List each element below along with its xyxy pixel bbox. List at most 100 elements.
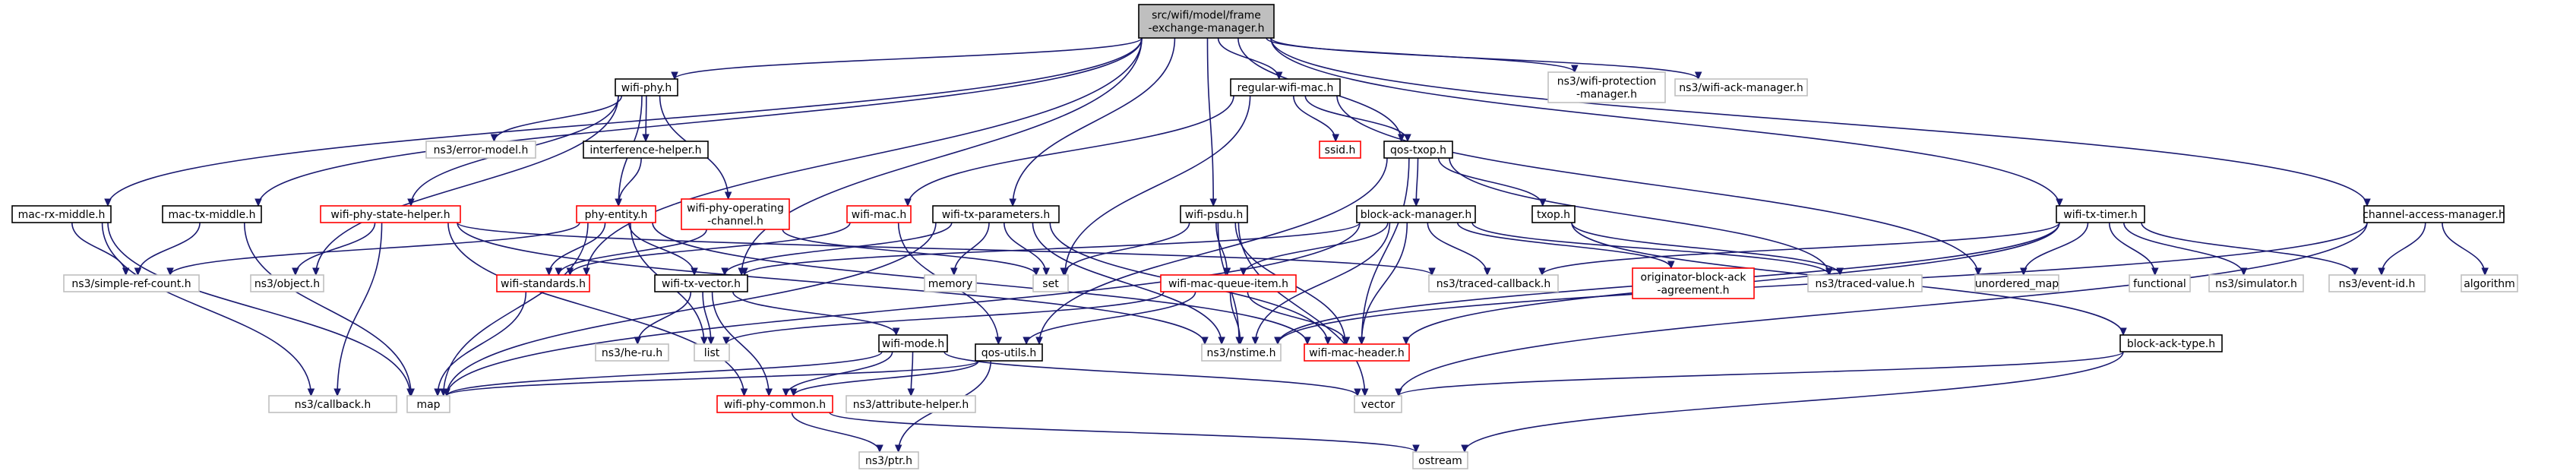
node-wifi-phy-state-helper[interactable]: wifi-phy-state-helper.h (320, 205, 461, 223)
node-box (162, 205, 262, 223)
node-wifi-phy[interactable]: wifi-phy.h (615, 78, 678, 96)
edge-phy_entity-to-wifi_standards (548, 222, 606, 276)
node-he-ru: ns3/he-ru.h (595, 343, 669, 362)
arrowhead-wifi_tx_parameters (1009, 198, 1016, 207)
edge-wifi_tx_timer-to-traced_callback (1541, 222, 2060, 276)
arrowhead-event_id (2351, 267, 2359, 276)
node-qos-txop[interactable]: qos-txop.h (1383, 141, 1453, 159)
edge-mac_rx_middle-to-callback (101, 222, 312, 397)
node-wifi-tx-timer[interactable]: wifi-tx-timer.h (2056, 205, 2145, 223)
node-wifi-psdu[interactable]: wifi-psdu.h (1180, 205, 1248, 223)
arrowhead-ostream (1412, 444, 1420, 453)
node-label: wifi-phy.h (621, 82, 672, 94)
arrowhead-set (1042, 267, 1051, 276)
edge-wifi_mac_queue_item-to-list (725, 291, 1165, 345)
node-label: qos-utils.h (981, 347, 1037, 359)
node-label: ns3/he-ru.h (602, 347, 662, 359)
node-box (11, 205, 112, 223)
node-label: block-ack-manager.h (1361, 209, 1472, 221)
node-label: channel-access-manager.h (2363, 209, 2505, 221)
node-label: ns3/traced-value.h (1815, 278, 1914, 290)
arrowhead-wifi_standards (545, 267, 553, 276)
node-box (2461, 274, 2518, 292)
node-list: list (694, 343, 730, 362)
arrowhead-wifi_tx_vector (691, 267, 698, 276)
node-interference-helper[interactable]: interference-helper.h (583, 141, 709, 159)
arrowhead-callback (307, 388, 315, 397)
arrowhead-vector (1354, 388, 1361, 397)
node-qos-utils[interactable]: qos-utils.h (975, 343, 1043, 362)
arrowhead-wifi_phy (671, 71, 678, 81)
node-label: phy-entity.h (585, 209, 648, 221)
node-ptr: ns3/ptr.h (858, 451, 919, 469)
node-simulator: ns3/simulator.h (2208, 274, 2304, 292)
node-memory: memory (924, 274, 977, 292)
node-wifi-mac-header[interactable]: wifi-mac-header.h (1304, 343, 1410, 362)
node-ssid[interactable]: ssid.h (1319, 141, 1361, 159)
arrowhead-ostream (1461, 444, 1468, 453)
node-wifi-phy-common[interactable]: wifi-phy-common.h (716, 395, 833, 413)
node-txop[interactable]: txop.h (1531, 205, 1576, 223)
edge-block_ack_manager-to-nstime (1254, 222, 1391, 345)
edge-qos_utils-to-map (446, 360, 979, 397)
node-label: interference-helper.h (589, 144, 701, 156)
arrowhead-map (434, 388, 441, 397)
arrowhead-ptr (876, 444, 883, 453)
node-phy-entity[interactable]: phy-entity.h (576, 205, 656, 223)
node-label: ns3/wifi-ack-manager.h (1679, 82, 1803, 94)
node-box (63, 274, 200, 292)
arrowhead-wifi_protection_manager (1571, 65, 1579, 74)
node-box (1383, 141, 1453, 159)
arrowhead-wifi_psdu (1209, 198, 1217, 207)
node-channel-access-manager[interactable]: channel-access-manager.h (2363, 205, 2505, 223)
edge-wifi_tx_timer-to-functional (2108, 222, 2156, 276)
edge-wifi_phy_common-to-ostream (829, 412, 1417, 453)
node-block-ack-manager[interactable]: block-ack-manager.h (1356, 205, 1476, 223)
edge-wifi_tx_parameters-to-memory (953, 222, 990, 276)
node-attribute-helper: ns3/attribute-helper.h (845, 395, 976, 413)
node-mac-tx-middle[interactable]: mac-tx-middle.h (162, 205, 262, 223)
node-wifi-tx-parameters[interactable]: wifi-tx-parameters.h (932, 205, 1060, 223)
node-root[interactable]: src/wifi/model/frame-exchange-manager.h (1138, 4, 1275, 39)
node-wifi-tx-vector[interactable]: wifi-tx-vector.h (654, 274, 748, 292)
node-mac-rx-middle[interactable]: mac-rx-middle.h (11, 205, 112, 223)
node-label: mac-rx-middle.h (18, 209, 106, 221)
node-regular-wifi-mac[interactable]: regular-wifi-mac.h (1230, 78, 1341, 96)
edge-wifi_mac_queue_item-to-wifi_mac_header (1247, 291, 1348, 345)
node-box (1354, 395, 1402, 413)
node-label: ostream (1418, 455, 1462, 467)
node-traced-value: ns3/traced-value.h (1807, 274, 1923, 292)
node-label: wifi-phy-common.h (724, 399, 826, 411)
node-nstime: ns3/nstime.h (1201, 343, 1282, 362)
edge-channel_access_manager-to-event_id (2381, 222, 2426, 276)
edge-wifi_standards-to-map (437, 291, 527, 397)
node-label: originator-block-ack (1641, 272, 1747, 284)
node-wifi-mode[interactable]: wifi-mode.h (878, 334, 948, 352)
arrowhead-wifi_standards (583, 267, 590, 276)
edge-qos_txop-to-txop (1437, 157, 1544, 207)
node-label: ns3/object.h (254, 278, 320, 290)
arrowhead-simple_ref_count (134, 267, 142, 276)
edge-wifi_mac-to-wifi_standards (569, 222, 851, 276)
node-label: ssid.h (1325, 144, 1356, 156)
node-wifi-mac-queue-item[interactable]: wifi-mac-queue-item.h (1160, 274, 1297, 292)
node-wifi-phy-operating-channel[interactable]: wifi-phy-operating-channel.h (681, 198, 790, 230)
node-originator-block-ack[interactable]: originator-block-ack-agreement.h (1632, 267, 1755, 299)
node-wifi-mac[interactable]: wifi-mac.h (846, 205, 912, 223)
edge-block_ack_manager-to-traced_value (1471, 222, 1830, 276)
arrowhead-list (707, 337, 715, 346)
edge-wifi_mac_queue_item-to-qos_utils (1026, 291, 1196, 345)
edge-root-to-mac_tx_middle (258, 37, 1143, 207)
edge-root-to-wifi_phy (674, 37, 1143, 80)
edge-wifi_tx_vector-to-wifi_mode (732, 291, 897, 336)
node-wifi-standards[interactable]: wifi-standards.h (496, 274, 590, 292)
arrowhead-block_ack_manager (1412, 198, 1421, 207)
arrowhead-wifi_phy_common (782, 388, 790, 397)
edge-wifi_tx_parameters-to-wifi_tx_vector (724, 222, 953, 276)
node-label: ns3/simulator.h (2215, 278, 2297, 290)
edge-wifi_phy_state_helper-to-traced_callback (457, 222, 1433, 276)
node-box (694, 343, 730, 362)
node-block-ack-type[interactable]: block-ack-type.h (2119, 334, 2223, 352)
arrowhead-wifi_mac_header (1358, 337, 1366, 346)
edge-root-to-wifi_tx_parameters (1012, 37, 1176, 207)
